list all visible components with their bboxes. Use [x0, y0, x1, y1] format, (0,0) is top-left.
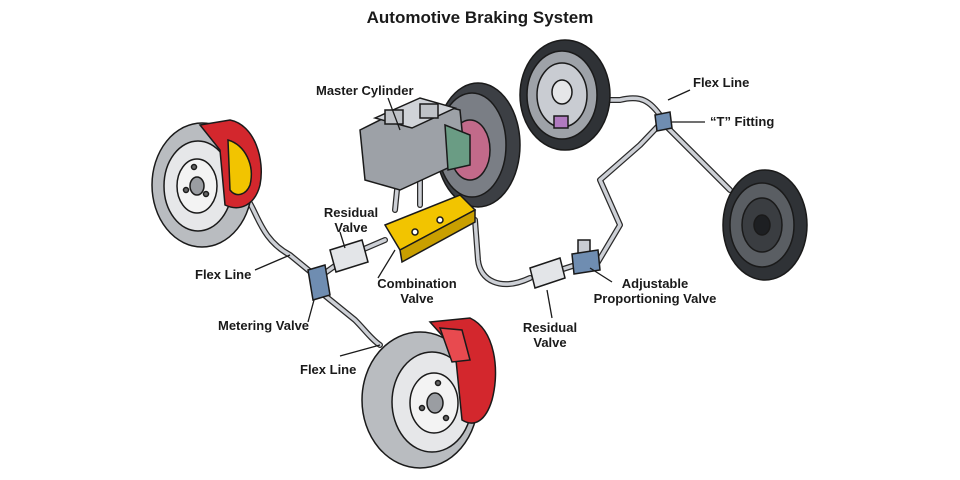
- t-fitting-part: [654, 111, 673, 132]
- label-residual-valve-left-line-2: Valve: [334, 220, 368, 235]
- leader-lines: [254, 89, 705, 357]
- residual-valve-left-part: [329, 239, 369, 273]
- label-residual-valve-left: Residual Valve: [320, 205, 382, 235]
- label-flex-line-top-right: Flex Line: [693, 75, 750, 90]
- front-left-disc-brake: [151, 119, 262, 248]
- label-combination-valve-line-1: Combination: [377, 276, 457, 291]
- rear-left-drum-brake: [519, 39, 611, 151]
- master-cylinder: [359, 97, 471, 191]
- label-t-fitting: “T” Fitting: [710, 114, 775, 129]
- combination-valve: [383, 194, 477, 264]
- label-residual-valve-bottom: Residual Valve: [518, 320, 582, 350]
- label-flex-line-left: Flex Line: [195, 267, 252, 282]
- label-residual-valve-bottom-line-1: Residual: [522, 320, 578, 335]
- metering-valve-part: [307, 264, 331, 301]
- diagram-title: Automotive Braking System: [366, 8, 594, 27]
- adjustable-proportioning-valve-part: [571, 239, 601, 275]
- rear-right-drum-brake: [722, 169, 808, 281]
- label-master-cylinder: Master Cylinder: [316, 83, 414, 98]
- label-flex-line-bottom: Flex Line: [300, 362, 357, 377]
- front-right-disc-brake: [361, 317, 497, 469]
- label-combination-valve-line-2: Valve: [400, 291, 434, 306]
- label-combination-valve: Combination Valve: [372, 276, 462, 306]
- label-metering-valve: Metering Valve: [218, 318, 310, 333]
- label-adjustable-proportioning-valve-line-1: Adjustable: [621, 276, 689, 291]
- label-residual-valve-left-line-1: Residual: [323, 205, 379, 220]
- label-adjustable-proportioning-valve: Adjustable Proportioning Valve: [590, 276, 720, 306]
- label-adjustable-proportioning-valve-line-2: Proportioning Valve: [593, 291, 717, 306]
- residual-valve-bottom-part: [529, 257, 566, 289]
- label-residual-valve-bottom-line-2: Valve: [533, 335, 567, 350]
